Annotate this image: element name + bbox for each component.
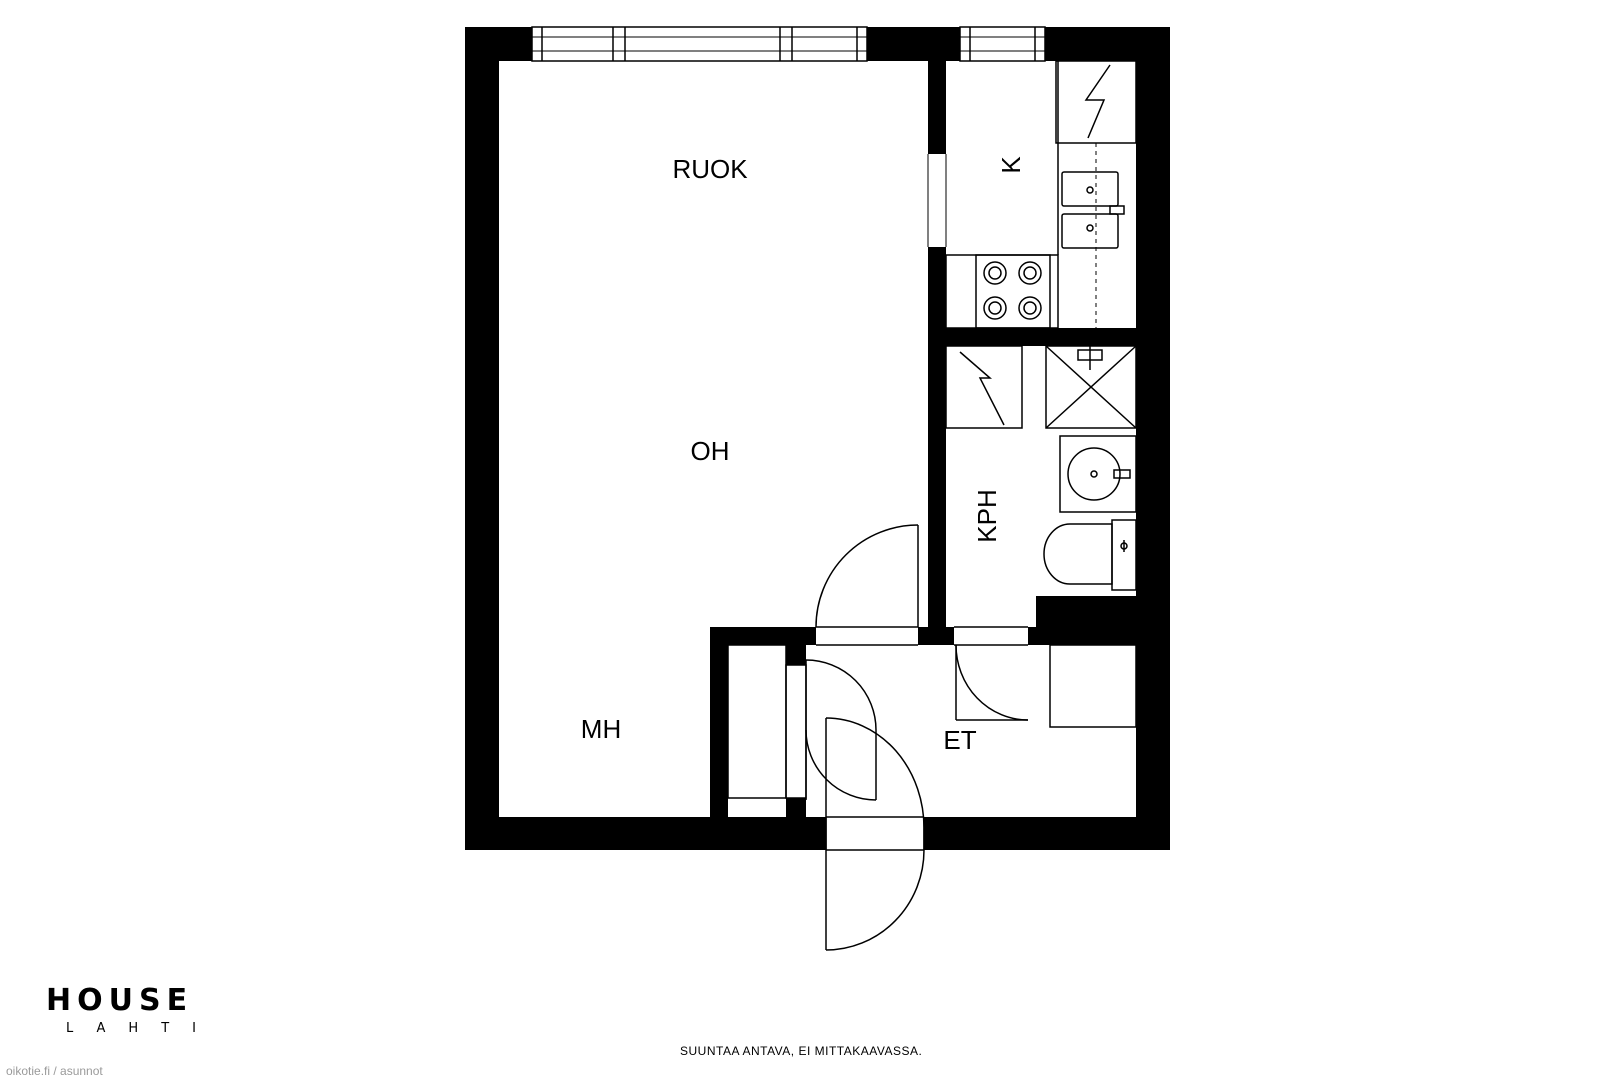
entry-closet bbox=[727, 644, 807, 799]
exterior-walls bbox=[465, 27, 1170, 850]
room-label-ruok: RUOK bbox=[672, 154, 748, 184]
bathroom-fixtures bbox=[945, 345, 1137, 591]
house-logo-subtitle: LAHTI bbox=[66, 1021, 219, 1036]
room-label-k: K bbox=[996, 156, 1026, 174]
watermark: oikotie.fi / asunnot bbox=[6, 1064, 103, 1078]
windows bbox=[531, 26, 1046, 62]
kitchen-fixtures bbox=[945, 60, 1137, 329]
room-label-oh: OH bbox=[691, 436, 730, 466]
room-label-kph: KPH bbox=[972, 489, 1002, 542]
interior-walls bbox=[710, 61, 1136, 817]
disclaimer-text: SUUNTAA ANTAVA, EI MITTAKAAVASSA. bbox=[680, 1044, 923, 1058]
house-logo: HOUSE bbox=[46, 983, 194, 1018]
door-swings bbox=[805, 524, 1029, 951]
entry-cabinet bbox=[1049, 644, 1137, 728]
room-label-mh: MH bbox=[581, 714, 621, 744]
room-label-et: ET bbox=[943, 725, 976, 755]
